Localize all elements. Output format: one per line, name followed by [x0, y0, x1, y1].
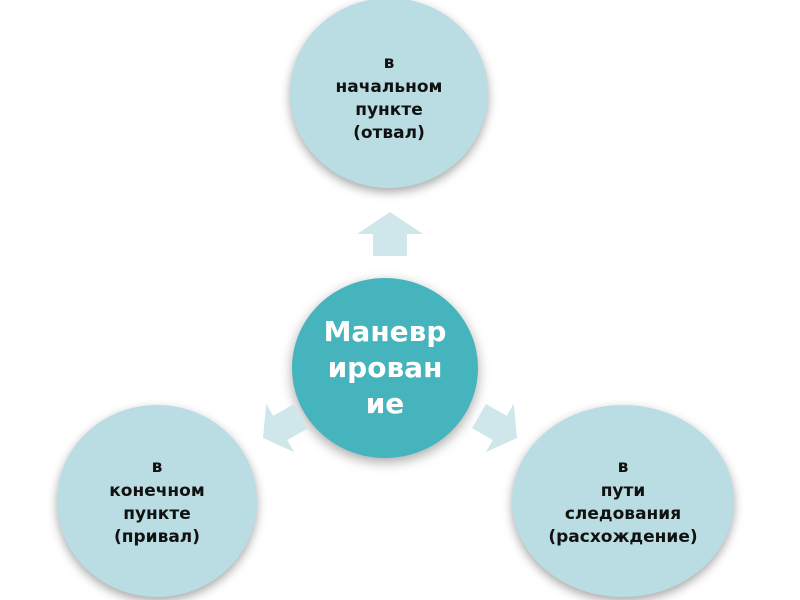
- node-top-line-4: (отвал): [353, 123, 425, 144]
- node-top-line-2: начальном: [335, 76, 443, 97]
- center-text: Маневр ирован ие: [324, 314, 447, 421]
- node-left-line-2: конечном: [109, 480, 205, 501]
- center-line-3: ие: [365, 386, 405, 420]
- node-right-line-3: следования: [564, 504, 682, 524]
- center-line-1: Маневр: [323, 315, 447, 349]
- node-left-text: в конечном пункте (привал): [109, 456, 204, 550]
- center-line-2: ирован: [327, 351, 443, 385]
- arrow-down-right-icon: [471, 403, 518, 453]
- node-right-line-1: в: [617, 457, 629, 478]
- node-top-line-1: в: [383, 53, 395, 74]
- node-left-line-1: в: [151, 457, 163, 478]
- node-top-circle: в начальном пункте (отвал): [290, 0, 488, 188]
- node-right-circle: в пути следования (расхождение): [512, 405, 734, 597]
- node-left-circle: в конечном пункте (привал): [57, 405, 257, 597]
- center-circle: Маневр ирован ие: [292, 278, 478, 458]
- node-right-line-2: пути: [600, 480, 646, 501]
- node-right-line-4: (расхождение): [548, 527, 698, 548]
- arrow-up-icon: [357, 212, 423, 256]
- node-right-text: в пути следования (расхождение): [548, 456, 697, 550]
- node-left-line-3: пункте: [123, 504, 191, 524]
- node-top-line-3: пункте: [355, 100, 423, 120]
- arrow-down-left-icon: [262, 403, 309, 453]
- node-top-text: в начальном пункте (отвал): [336, 52, 443, 146]
- node-left-line-4: (привал): [113, 527, 201, 548]
